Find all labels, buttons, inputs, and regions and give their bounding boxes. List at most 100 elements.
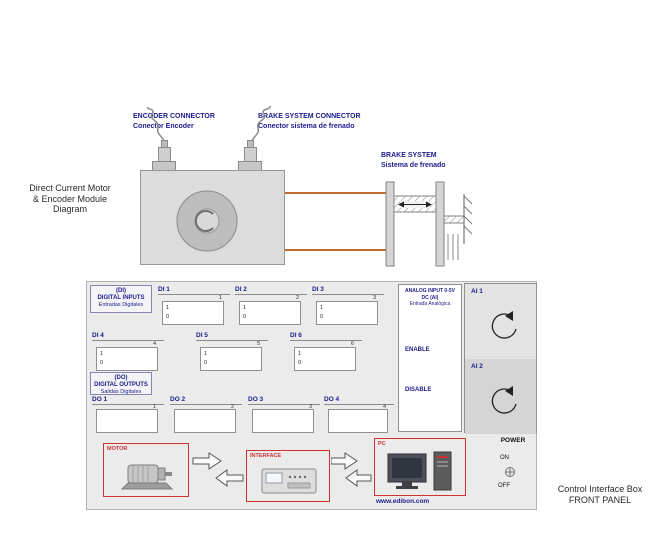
di-channel-label: DI 4 [92, 332, 104, 339]
di-channel-1: DI 1 1 1 0 [158, 286, 230, 326]
do-title: DIGITAL OUTPUTS [94, 382, 148, 388]
module-diagram-label: Direct Current Motor & Encoder Module Di… [29, 183, 111, 214]
di-channel-5: DI 5 5 1 0 [196, 332, 268, 372]
divider [312, 294, 384, 295]
brake-connector-label-en: BRAKE SYSTEM CONNECTOR [258, 113, 361, 120]
analog-input-subtitle: Entrada Analógica [409, 301, 451, 307]
ai1-block: AI 1 [465, 284, 536, 359]
motor-flow-label: MOTOR [107, 446, 128, 452]
interface-flow-label: INTERFACE [250, 453, 282, 459]
do-channel-4: DO 4 4 [324, 396, 394, 434]
do-terminal-number: 3 [308, 404, 312, 410]
do-channel-2: DO 2 2 [170, 396, 242, 434]
state-low: 0 [204, 360, 208, 366]
encoder-connector-body [158, 147, 171, 162]
di-channel-label: DI 5 [196, 332, 208, 339]
di-code: (DI) [116, 288, 126, 294]
di-terminal-box: 1 0 [162, 301, 224, 325]
do-terminal-box [328, 409, 388, 433]
di-terminal-number: 3 [372, 295, 376, 301]
di-channel-2: DI 2 2 1 0 [235, 286, 307, 326]
di-states: 1 0 [298, 350, 301, 368]
di-channel-label: DI 3 [312, 286, 324, 293]
di-channel-4: DI 4 4 1 0 [92, 332, 164, 372]
power-switch [505, 467, 515, 477]
di-channel-3: DI 3 3 1 0 [312, 286, 384, 326]
encoder-connector-label: ENCODER CONNECTOR Conector Encoder [133, 112, 253, 131]
do-channel-label: DO 1 [92, 396, 108, 403]
di-channel-6: DI 6 6 1 0 [290, 332, 362, 372]
dial-icon [491, 386, 517, 414]
di-terminal-number: 1 [218, 295, 222, 301]
pc-flow-label: PC [378, 441, 386, 447]
do-terminal-number: 1 [152, 404, 156, 410]
brake-cable-icon [250, 105, 271, 146]
state-high: 1 [298, 351, 302, 357]
power-title: POWER [500, 437, 526, 444]
interface-icon [261, 468, 317, 494]
digital-inputs-header: (DI) DIGITAL INPUTS Entradas Digitales [90, 285, 152, 313]
do-terminal-box [252, 409, 314, 433]
belt-line-bottom [285, 249, 388, 251]
divider [92, 404, 164, 405]
brake-assembly-icon [385, 181, 473, 267]
double-arrow-icon [398, 201, 404, 208]
do-channel-label: DO 2 [170, 396, 186, 403]
di-states: 1 0 [100, 350, 103, 368]
di-terminal-box: 1 0 [316, 301, 378, 325]
do-channel-1: DO 1 1 [92, 396, 164, 434]
power-on-label: ON [500, 455, 509, 461]
di-terminal-box: 1 0 [239, 301, 301, 325]
digital-outputs-header: (DO) DIGITAL OUTPUTS Salidas Digitales [90, 372, 152, 395]
di-states: 1 0 [166, 304, 169, 322]
do-channel-label: DO 4 [324, 396, 340, 403]
pc-icon [387, 451, 452, 491]
state-high: 1 [320, 305, 324, 311]
state-low: 0 [100, 360, 104, 366]
di-terminal-number: 2 [295, 295, 299, 301]
do-subtitle: Salidas Digitales [100, 389, 142, 395]
di-channel-label: DI 2 [235, 286, 247, 293]
do-code: (DO) [114, 375, 128, 381]
di-terminal-number: 6 [350, 341, 354, 347]
interface-flow-box: INTERFACE [246, 450, 330, 502]
disable-label: DISABLE [405, 387, 432, 393]
di-terminal-number: 4 [152, 341, 156, 347]
divider [235, 294, 307, 295]
do-terminal-box [174, 409, 236, 433]
di-subtitle: Entradas Digitales [98, 302, 144, 308]
state-low: 0 [166, 314, 170, 320]
analog-input-title: ANALOG INPUT 0-5V DC (AI) [404, 288, 455, 301]
website-label: www.edibon.com [376, 498, 430, 505]
brake-system-label-es: Sistema de frenado [381, 161, 446, 169]
divider [324, 404, 394, 405]
front-panel-label: Control Interface Box FRONT PANEL [557, 484, 643, 505]
divider [158, 294, 230, 295]
belt-line-top [285, 192, 388, 194]
di-terminal-box: 1 0 [294, 347, 356, 371]
do-terminal-box [96, 409, 158, 433]
di-title: DIGITAL INPUTS [97, 295, 145, 301]
brake-connector-label-es: Conector sistema de frenado [258, 122, 355, 130]
do-terminal-number: 2 [230, 404, 234, 410]
state-low: 0 [320, 314, 324, 320]
ai2-block: AI 2 [465, 359, 536, 434]
enable-label: ENABLE [405, 347, 430, 353]
divider [290, 340, 362, 341]
divider [248, 404, 320, 405]
power-off-label: OFF [498, 483, 510, 489]
divider [92, 340, 164, 341]
divider [170, 404, 242, 405]
motor-flow-box: MOTOR [103, 443, 189, 497]
brake-connector-body [244, 147, 257, 162]
ai1-label: AI 1 [471, 288, 483, 295]
encoder-connector-label-en: ENCODER CONNECTOR [133, 113, 215, 120]
dial-icon [491, 311, 517, 339]
di-states: 1 0 [320, 304, 323, 322]
encoder-connector-label-es: Conector Encoder [133, 122, 194, 130]
encoder-cable-icon [147, 106, 166, 146]
di-terminal-number: 5 [256, 341, 260, 347]
motor-icon [120, 464, 174, 490]
do-terminal-number: 4 [382, 404, 386, 410]
